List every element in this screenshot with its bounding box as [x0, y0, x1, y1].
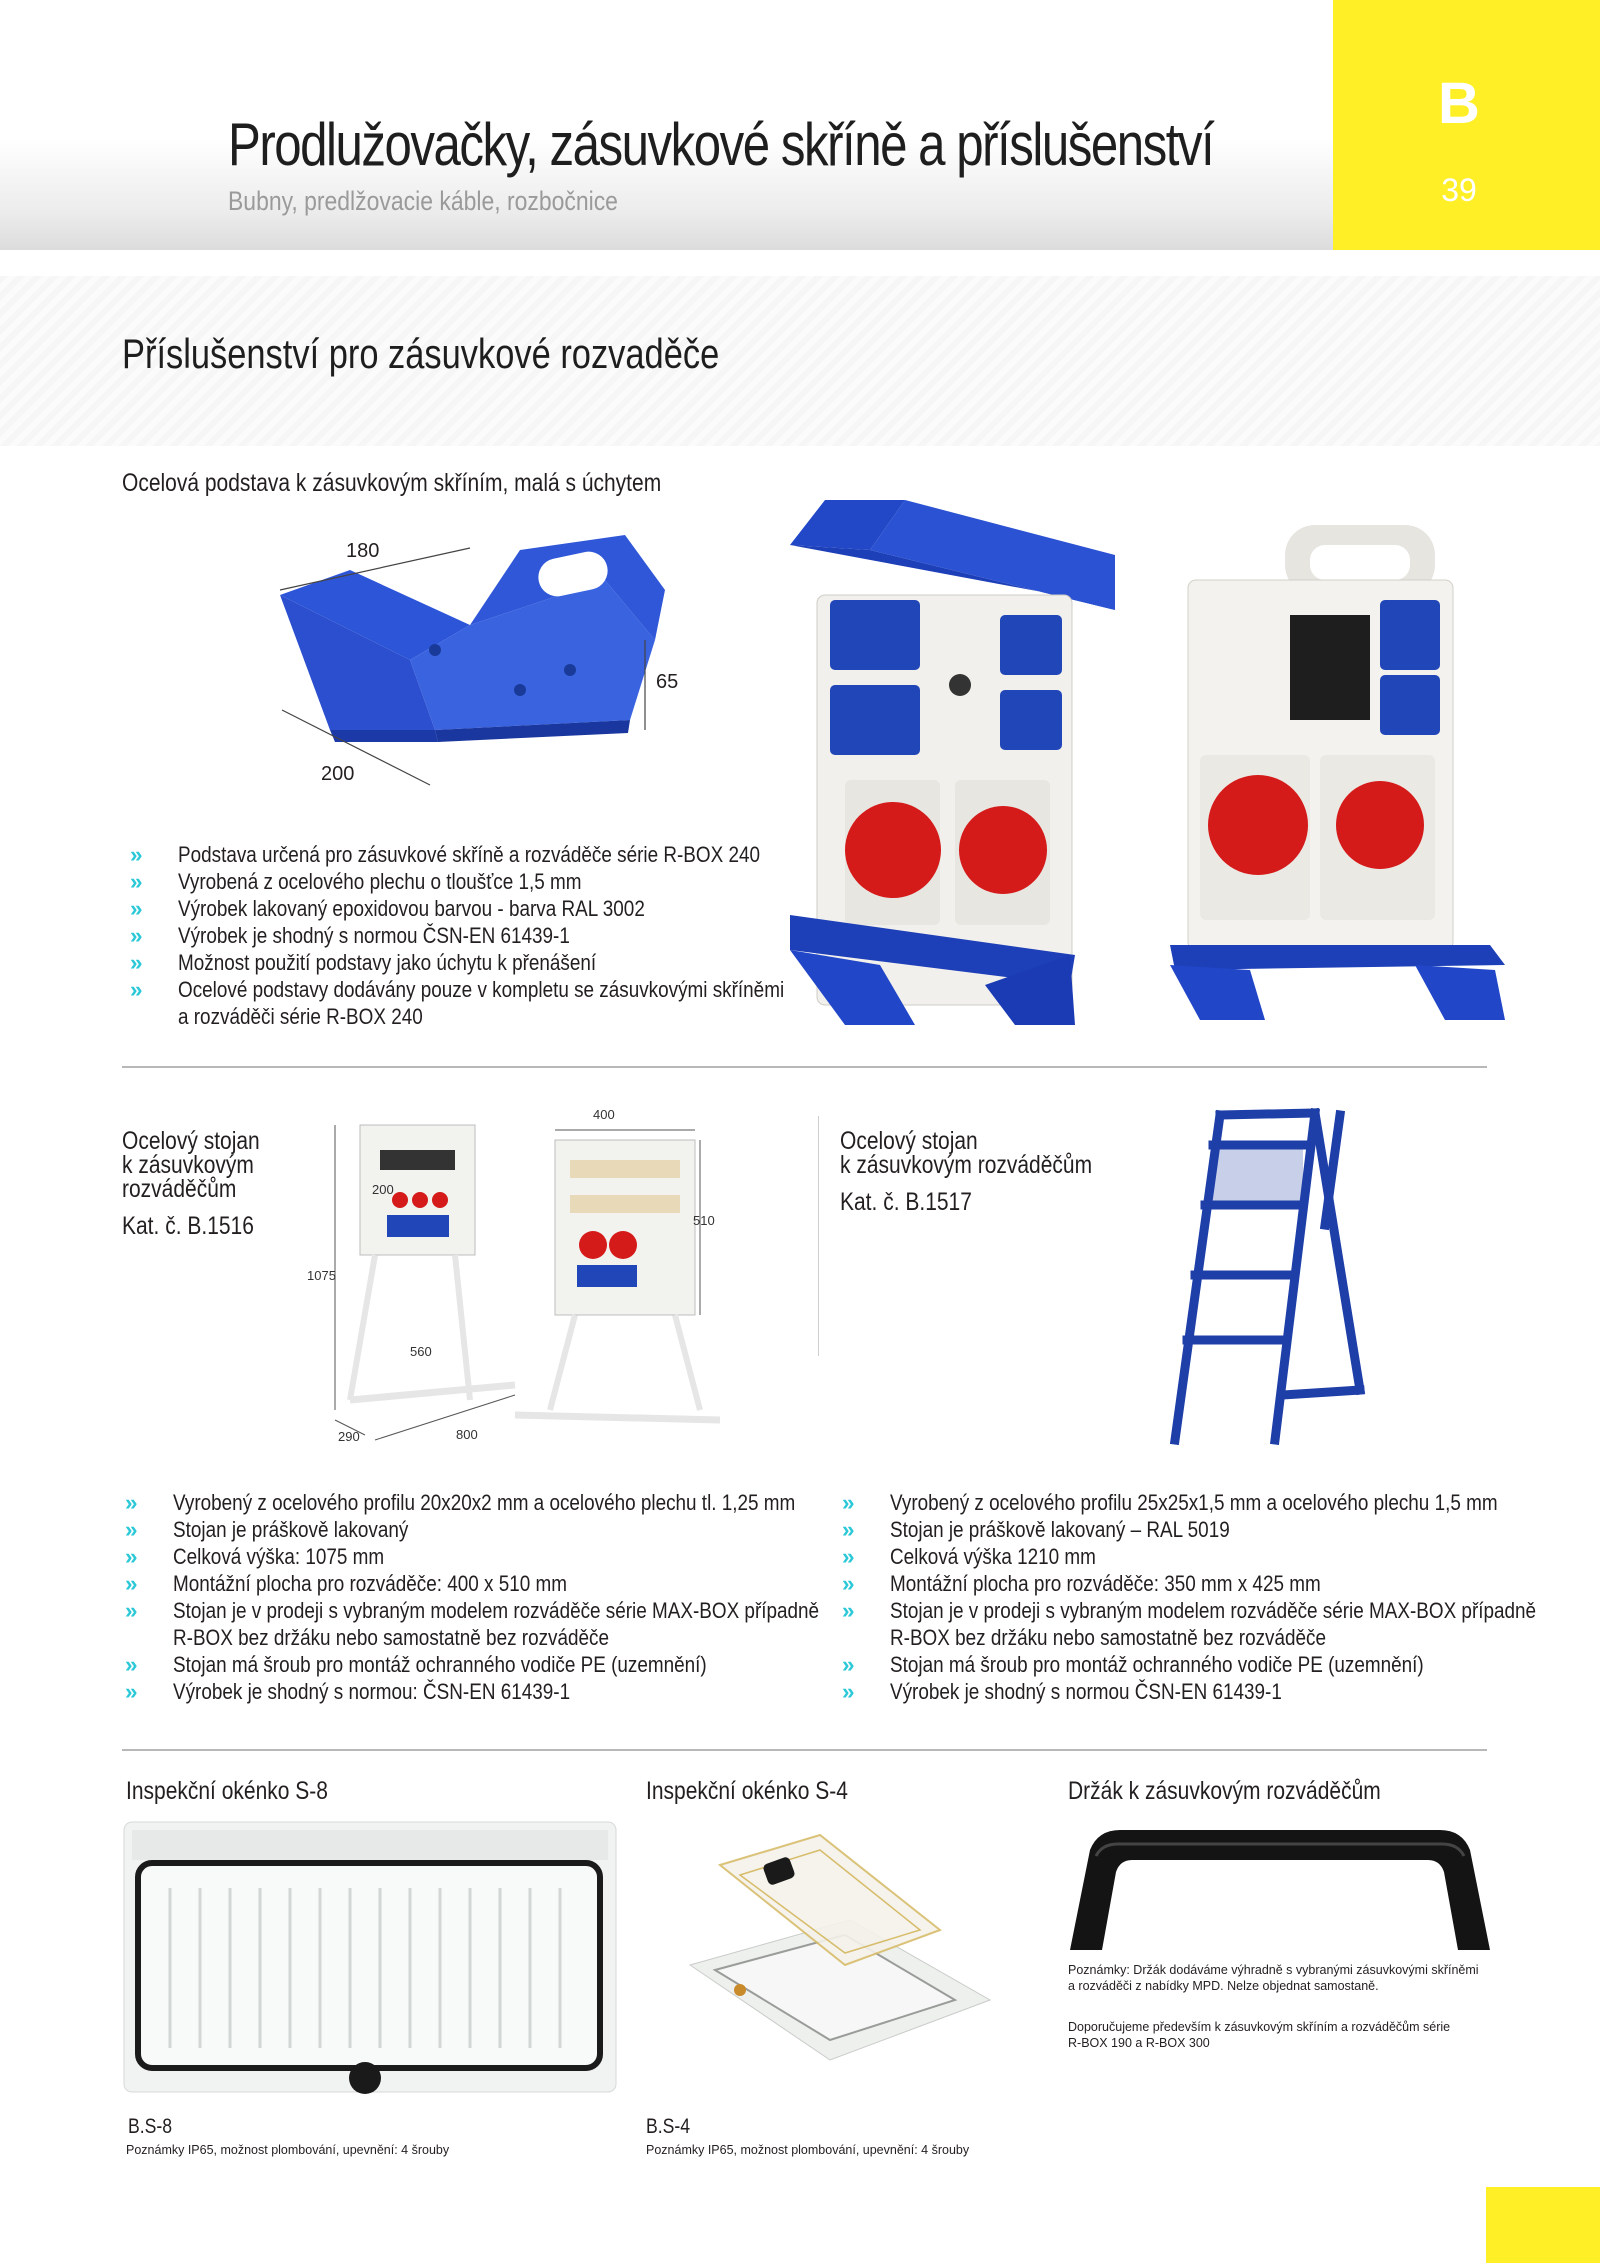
list-item: »Montážní plocha pro rozváděče: 400 x 51…: [125, 1571, 567, 1596]
page-title: Prodlužovačky, zásuvkové skříně a příslu…: [228, 111, 1215, 178]
page-subtitle: Bubny, predlžovacie káble, rozbočnice: [228, 186, 618, 216]
handle-photo: [1070, 1830, 1490, 1950]
header-band: [0, 0, 1333, 250]
b1517-stand-photo: [1169, 1107, 1366, 1445]
list-item: »R-BOX bez držáku nebo samostatně bez ro…: [173, 1625, 609, 1650]
list-item: »Vyrobený z ocelového profilu 20x20x2 mm…: [125, 1490, 796, 1515]
list-item: »Stojan má šroub pro montáž ochranného v…: [125, 1652, 707, 1677]
b1516-bullets: »Vyrobený z ocelového profilu 20x20x2 mm…: [125, 1489, 942, 1705]
b1516-drawing: [334, 1124, 721, 1441]
base-with-box-photo: [790, 500, 1115, 1025]
b1516-dim-depth: 290: [338, 1429, 360, 1444]
s4-heading: Inspekční okénko S-4: [646, 1777, 848, 1805]
b1516-dim-total-height: 1075: [307, 1268, 336, 1283]
base-with-box-photo-2: [1170, 525, 1505, 1020]
b1516-heading-1: Ocelový stojan: [122, 1127, 260, 1155]
b1517-bullets: »Vyrobený z ocelového profilu 25x25x1,5 …: [842, 1489, 1600, 1705]
b1516-kat: Kat. č. B.1516: [122, 1212, 254, 1240]
b1516-heading-2: k zásuvkovým: [122, 1151, 254, 1179]
dim-width: 180: [346, 540, 380, 562]
handle-note-4: R-BOX 190 a R-BOX 300: [1068, 2036, 1210, 2050]
list-item: »Stojan je v prodeji s vybraným modelem …: [125, 1598, 820, 1623]
list-item: »Ocelové podstavy dodávány pouze v kompl…: [130, 977, 785, 1002]
list-item: »Montážní plocha pro rozváděče: 350 mm x…: [842, 1571, 1321, 1596]
list-item: »Výrobek je shodný s normou ČSN-EN 61439…: [842, 1679, 1282, 1704]
base-bullets: »Podstava určená pro zásuvkové skříně a …: [130, 841, 900, 1030]
dim-depth: 200: [321, 763, 355, 785]
column-divider: [818, 1116, 819, 1356]
b1516-dim-top: 400: [593, 1107, 615, 1122]
s4-note: Poznámky IP65, možnost plombování, upevn…: [646, 2143, 970, 2157]
dim-height: 65: [656, 671, 679, 693]
list-item: »Stojan je práškově lakovaný – RAL 5019: [842, 1517, 1230, 1542]
handle-heading: Držák k zásuvkovým rozváděčům: [1068, 1777, 1381, 1805]
page-number: 39: [1441, 172, 1477, 208]
list-item: »Vyrobený z ocelového profilu 25x25x1,5 …: [842, 1490, 1498, 1515]
section-tab: [1333, 0, 1600, 250]
s8-heading: Inspekční okénko S-8: [126, 1777, 328, 1805]
base-heading: Ocelová podstava k zásuvkovým skříním, m…: [122, 469, 662, 497]
b1516-dim-box-height: 510: [693, 1213, 715, 1228]
s4-code: B.S-4: [646, 2115, 691, 2138]
s8-window-photo: [123, 1821, 617, 2094]
base-drawing: [279, 535, 665, 786]
handle-note-2: a rozváděči z nabídky MPD. Nelze objedna…: [1068, 1979, 1379, 1993]
list-item: »Stojan je práškově lakovaný: [125, 1517, 409, 1542]
corner-accent: [1486, 2187, 1600, 2263]
list-item: »a rozváděči série R-BOX 240: [178, 1004, 423, 1029]
list-item: »Celková výška 1210 mm: [842, 1544, 1096, 1569]
b1516-dim-box-width: 200: [372, 1182, 394, 1197]
b1517-heading-2: k zásuvkovým rozváděčům: [840, 1151, 1093, 1179]
handle-note-3: Doporučujeme především k zásuvkovým skří…: [1068, 2020, 1451, 2034]
list-item: »Podstava určená pro zásuvkové skříně a …: [130, 842, 761, 867]
list-item: »Výrobek je shodný s normou ČSN-EN 61439…: [130, 923, 570, 948]
list-item: »R-BOX bez držáku nebo samostatně bez ro…: [890, 1625, 1326, 1650]
list-item: »Výrobek lakovaný epoxidovou barvou - ba…: [130, 896, 645, 921]
b1517-heading-1: Ocelový stojan: [840, 1127, 978, 1155]
section-title: Příslušenství pro zásuvkové rozvaděče: [122, 330, 720, 377]
section-letter: B: [1438, 71, 1480, 136]
s8-note: Poznámky IP65, možnost plombování, upevn…: [126, 2143, 450, 2157]
list-item: »Stojan je v prodeji s vybraným modelem …: [842, 1598, 1537, 1623]
b1517-kat: Kat. č. B.1517: [840, 1188, 972, 1216]
list-item: »Výrobek je shodný s normou: ČSN-EN 6143…: [125, 1679, 571, 1704]
s4-window-photo: [688, 1833, 992, 2061]
list-item: »Celková výška: 1075 mm: [125, 1544, 385, 1569]
handle-note-1: Poznámky: Držák dodáváme výhradně s vybr…: [1068, 1963, 1479, 1977]
list-item: »Možnost použití podstavy jako úchytu k …: [130, 950, 597, 975]
divider: [122, 1066, 1487, 1068]
s8-code: B.S-8: [128, 2115, 173, 2138]
divider: [122, 1749, 1487, 1751]
b1516-dim-base: 800: [456, 1427, 478, 1442]
section-band: [0, 276, 1600, 446]
list-item: »Vyrobená z ocelového plechu o tloušťce …: [130, 869, 582, 894]
b1516-heading-3: rozváděčům: [122, 1175, 237, 1203]
list-item: »Stojan má šroub pro montáž ochranného v…: [842, 1652, 1424, 1677]
b1516-dim-leg-height: 560: [410, 1344, 432, 1359]
